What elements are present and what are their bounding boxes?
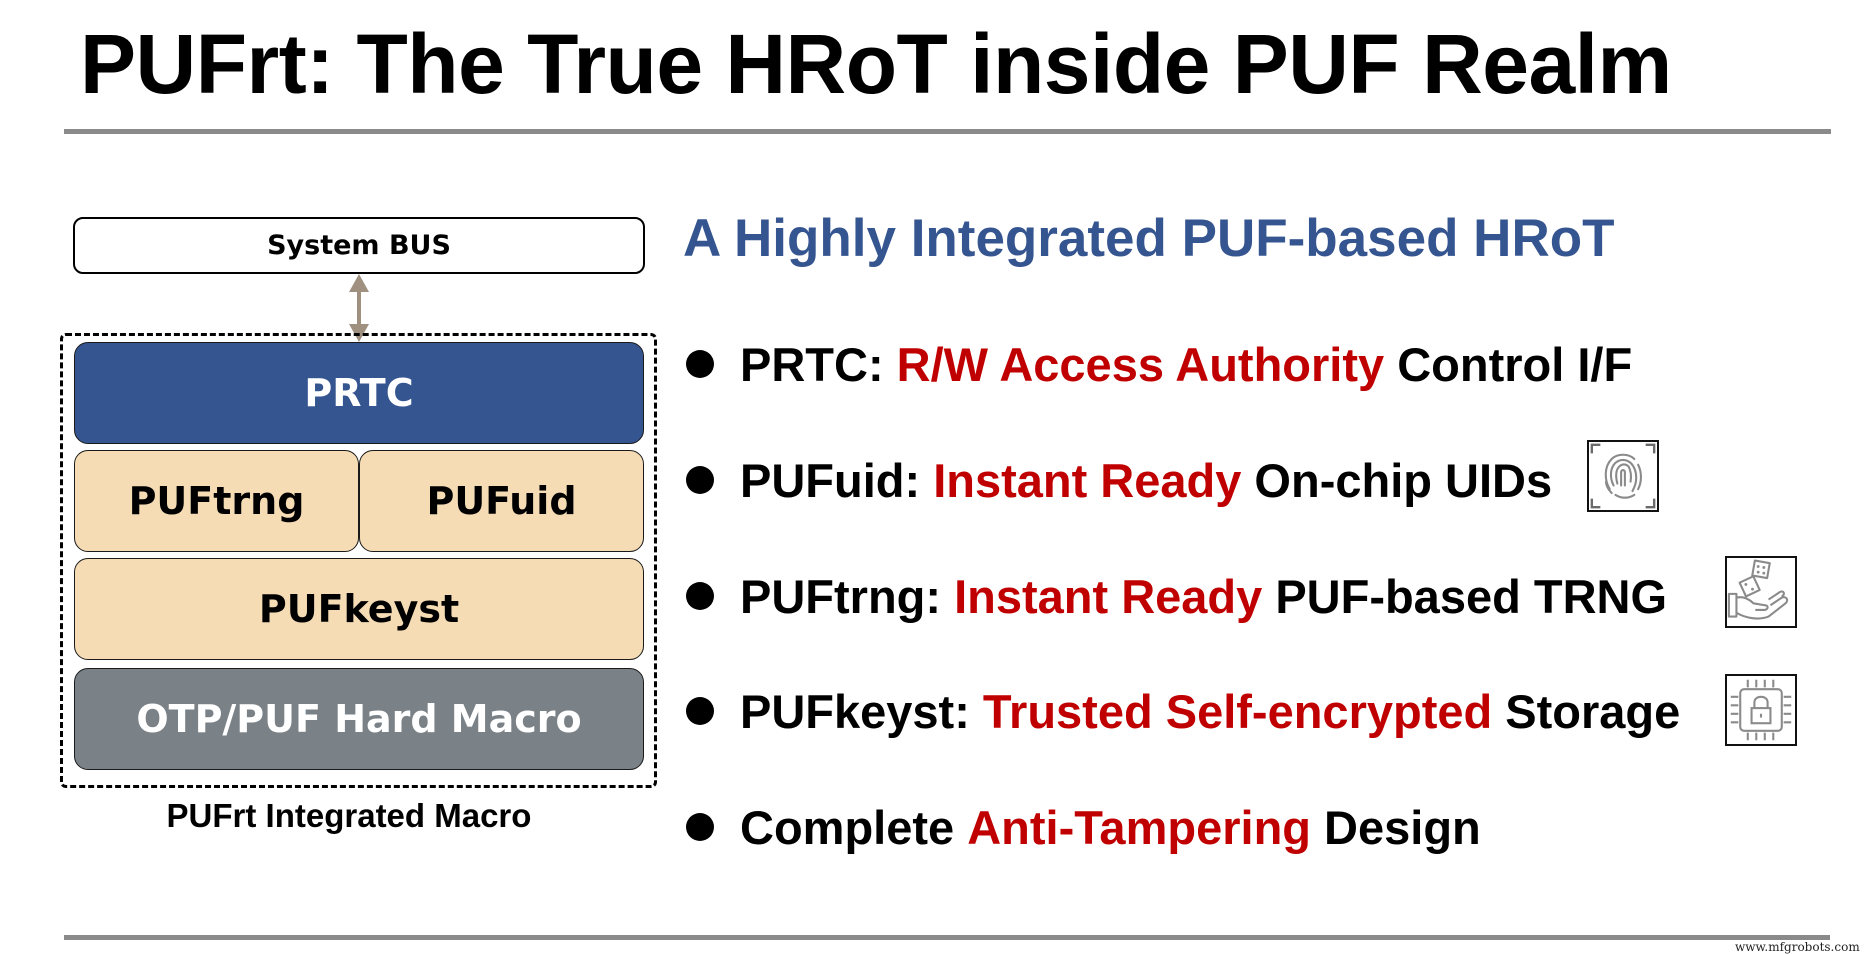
bullet-dot-icon [686, 813, 714, 841]
puftrng-block: PUFtrng [74, 450, 359, 552]
otp-puf-label: OTP/PUF Hard Macro [136, 697, 582, 741]
feature-highlight: Instant Ready [933, 453, 1242, 507]
chip-lock-icon [1725, 674, 1797, 746]
features-heading: A Highly Integrated PUF-based HRoT [683, 209, 1615, 268]
puftrng-label: PUFtrng [128, 479, 305, 523]
footer-divider [64, 935, 1830, 940]
bidirectional-arrow-icon [349, 274, 369, 342]
pufrt-integrated-macro-frame [60, 333, 657, 788]
dice-hand-icon [1725, 556, 1797, 628]
pufkeyst-block: PUFkeyst [74, 558, 644, 660]
feature-item-pufkeyst: PUFkeyst: Trusted Self-encrypted Storage [686, 681, 1680, 741]
feature-suffix: Control I/F [1384, 337, 1633, 391]
pufuid-block: PUFuid [359, 450, 644, 552]
pufuid-label: PUFuid [426, 479, 577, 523]
bullet-dot-icon [686, 466, 714, 494]
feature-prefix: PUFuid: [740, 453, 934, 507]
feature-suffix: PUF-based TRNG [1262, 569, 1668, 623]
feature-highlight: Trusted Self-encrypted [982, 684, 1493, 738]
feature-item-puftrng: PUFtrng: Instant Ready PUF-based TRNG [686, 566, 1667, 626]
feature-highlight: R/W Access Authority [896, 337, 1385, 391]
otp-puf-hard-macro-block: OTP/PUF Hard Macro [74, 668, 644, 770]
feature-suffix: Design [1310, 800, 1481, 854]
bullet-dot-icon [686, 582, 714, 610]
feature-suffix: Storage [1492, 684, 1681, 738]
macro-caption: PUFrt Integrated Macro [166, 797, 532, 834]
bullet-dot-icon [686, 350, 714, 378]
feature-item-anti-tampering: Complete Anti-Tampering Design [686, 797, 1481, 857]
fingerprint-icon [1587, 440, 1659, 512]
watermark: www.mfgrobots.com [1735, 940, 1860, 954]
title-divider [64, 129, 1831, 134]
feature-prefix: PUFtrng: [740, 569, 955, 623]
system-bus-box: System BUS [73, 217, 645, 274]
system-bus-label: System BUS [267, 230, 451, 261]
slide-title: PUFrt: The True HRoT inside PUF Realm [80, 17, 1672, 111]
feature-suffix: On-chip UIDs [1241, 453, 1553, 507]
bullet-dot-icon [686, 697, 714, 725]
feature-highlight: Anti-Tampering [967, 800, 1311, 854]
feature-highlight: Instant Ready [954, 569, 1263, 623]
prtc-label: PRTC [304, 371, 414, 415]
feature-prefix: PRTC: [740, 337, 897, 391]
pufkeyst-label: PUFkeyst [258, 587, 460, 631]
feature-item-prtc: PRTC: R/W Access Authority Control I/F [686, 334, 1632, 394]
feature-prefix: Complete [740, 800, 968, 854]
feature-item-pufuid: PUFuid: Instant Ready On-chip UIDs [686, 450, 1552, 510]
feature-prefix: PUFkeyst: [740, 684, 983, 738]
prtc-block: PRTC [74, 342, 644, 444]
